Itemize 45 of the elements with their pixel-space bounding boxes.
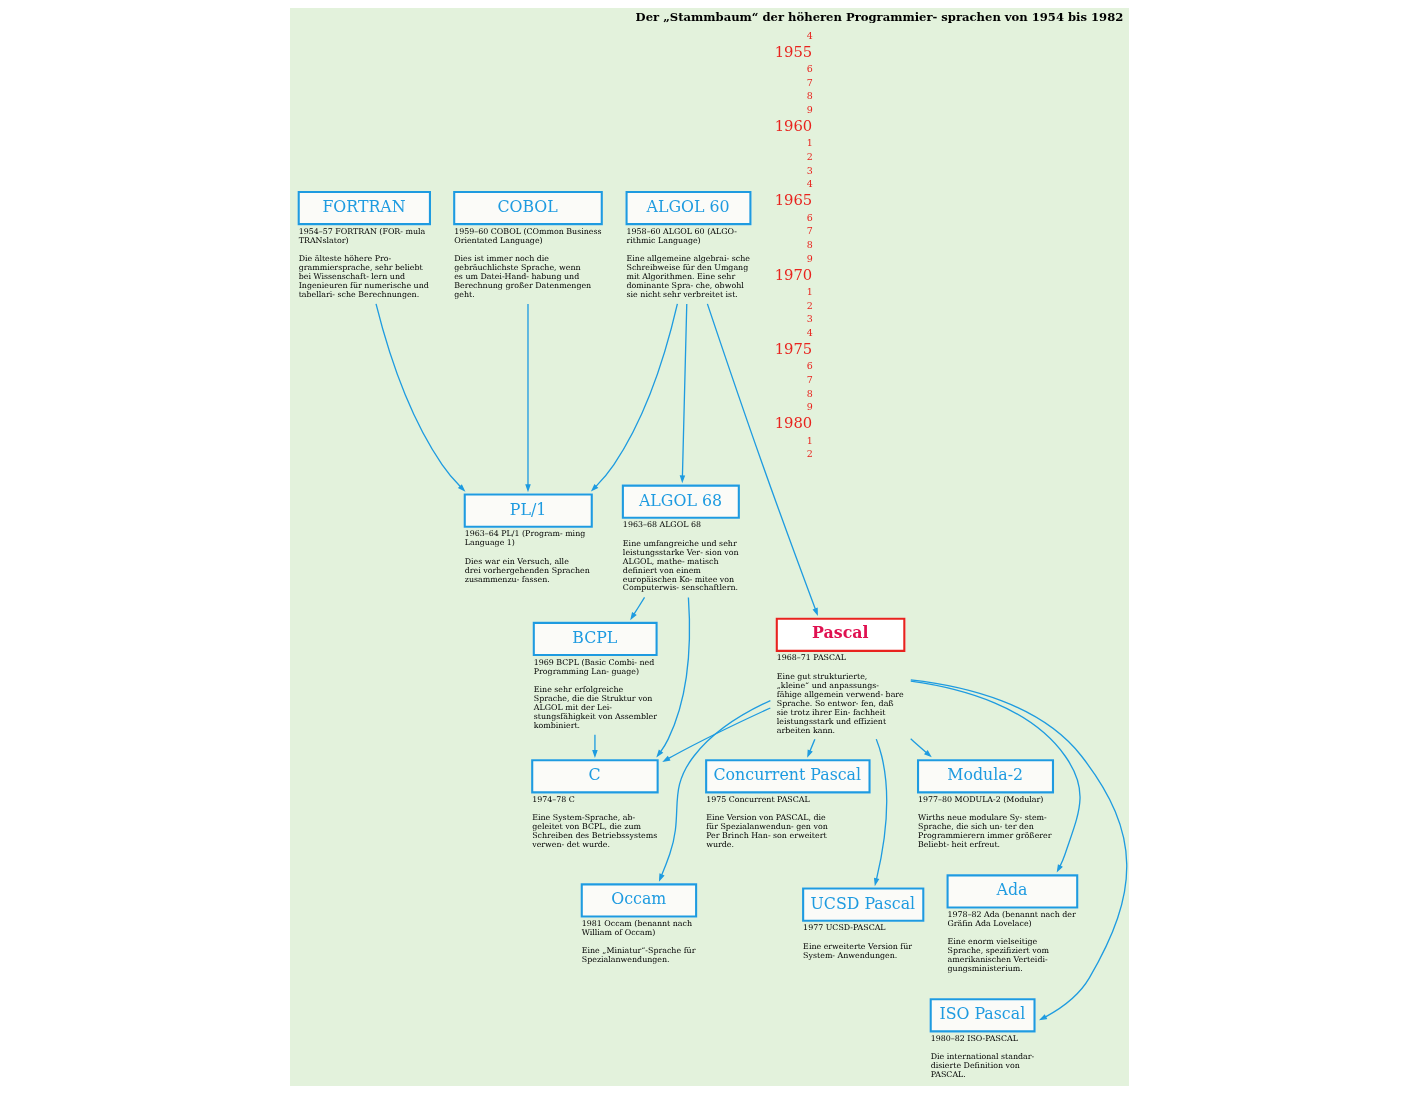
arrow bbox=[524, 303, 531, 493]
label: 1975 bbox=[774, 340, 812, 358]
label: 1965 bbox=[774, 191, 812, 209]
arrow bbox=[679, 303, 687, 484]
label: 9 bbox=[806, 104, 813, 116]
arrow bbox=[591, 734, 598, 758]
label: 6 bbox=[806, 211, 813, 223]
label: 1 bbox=[806, 137, 813, 149]
arrow bbox=[806, 738, 816, 758]
label: 2 bbox=[806, 151, 813, 163]
label: 7 bbox=[806, 76, 813, 88]
label: 7 bbox=[806, 225, 813, 237]
label: 6 bbox=[806, 63, 813, 75]
label: 1980 bbox=[774, 414, 812, 432]
label: 2 bbox=[806, 448, 813, 460]
arrow bbox=[873, 738, 887, 887]
arrow bbox=[629, 596, 645, 621]
label: 8 bbox=[806, 90, 813, 102]
label: 9 bbox=[806, 252, 813, 264]
label: 4 bbox=[806, 29, 813, 41]
diagram-title: Der „Stammbaum“ der höheren Programmier- sprachen von 1954 bis 1982 bbox=[635, 10, 1123, 24]
arrow bbox=[706, 303, 818, 616]
label: 1960 bbox=[774, 117, 812, 135]
arrow bbox=[661, 707, 771, 762]
label: 4 bbox=[806, 327, 813, 339]
label: 8 bbox=[806, 387, 813, 399]
label: 3 bbox=[806, 164, 813, 176]
label: 2 bbox=[806, 299, 813, 311]
label: 4 bbox=[806, 178, 813, 190]
arrow bbox=[655, 596, 690, 758]
arrow bbox=[909, 738, 932, 758]
label: 7 bbox=[806, 374, 813, 386]
label: 1 bbox=[806, 434, 813, 446]
arrow bbox=[909, 680, 1081, 873]
arrow bbox=[909, 679, 1127, 1021]
label: 1 bbox=[806, 285, 813, 297]
label: 1970 bbox=[774, 265, 812, 283]
label: 8 bbox=[806, 239, 813, 251]
arrow bbox=[374, 303, 465, 492]
label: 6 bbox=[806, 360, 813, 372]
label: 3 bbox=[806, 313, 813, 325]
label: 1955 bbox=[774, 42, 812, 60]
arrow bbox=[590, 303, 678, 492]
label: 9 bbox=[806, 401, 813, 413]
arrow bbox=[658, 699, 771, 882]
